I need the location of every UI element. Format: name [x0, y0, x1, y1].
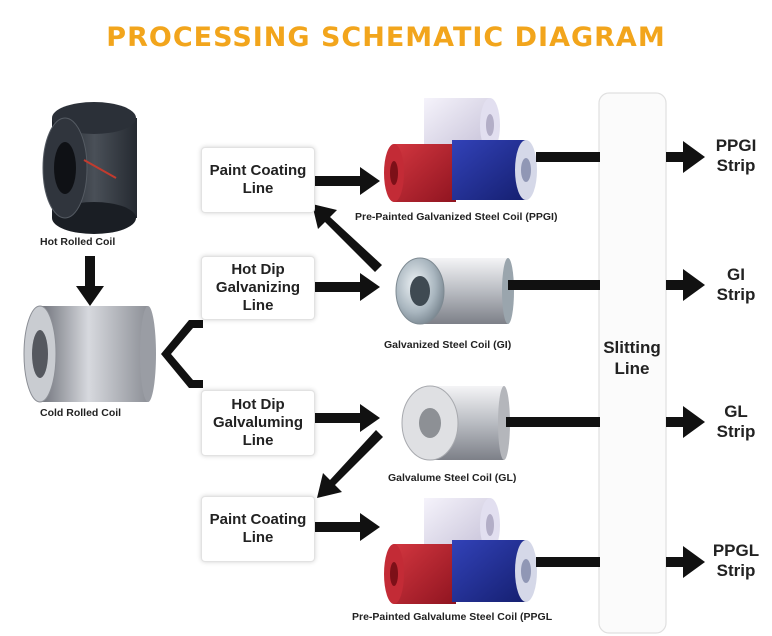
- output-label-line: PPGL: [712, 541, 760, 560]
- output-label-line: Strip: [716, 561, 756, 580]
- gi-coil-image: [395, 257, 514, 325]
- output-label-line: GI: [727, 265, 745, 284]
- box-label-line: Hot Dip: [231, 396, 285, 413]
- output-ppgl-strip: PPGL Strip: [696, 541, 772, 581]
- slitting-line-column: [598, 92, 667, 634]
- arrow-ppgl-to-slitting: [536, 557, 600, 567]
- arrow-gi-to-paint1: [312, 204, 382, 272]
- box-label-line: Galvaluming: [212, 414, 304, 431]
- ppgl-coil-label: Pre-Painted Galvalume Steel Coil (PPGL: [352, 611, 553, 623]
- ppgi-coil-image: [384, 98, 537, 202]
- arrow-gl-to-slitting: [506, 417, 600, 427]
- box-label-line: Galvanizing: [215, 279, 301, 296]
- output-label-line: PPGI: [715, 136, 757, 155]
- gl-coil-image: [401, 385, 510, 461]
- cold-rolled-coil-label: Cold Rolled Coil: [40, 407, 122, 419]
- arrow-gl-to-paint2: [317, 430, 383, 498]
- box-label-line: Line: [242, 297, 274, 314]
- hot-rolled-coil-label: Hot Rolled Coil: [40, 236, 116, 248]
- output-ppgi-strip: PPGI Strip: [696, 136, 772, 176]
- cold-rolled-coil-image: [23, 305, 156, 403]
- arrow-paint2-to-ppgl: [314, 513, 380, 541]
- box-label-line: Line: [242, 180, 274, 197]
- arrow-hot-to-cold: [76, 256, 104, 306]
- output-label-line: GL: [724, 402, 748, 421]
- arrow-paint1-to-ppgi: [314, 167, 380, 195]
- gi-coil-label: Galvanized Steel Coil (GI): [384, 339, 512, 351]
- slitting-label-line: Slitting: [603, 338, 661, 357]
- output-label-line: Strip: [716, 422, 756, 441]
- box-label-line: Paint Coating: [209, 511, 307, 528]
- arrow-slitting-to-gi: [666, 269, 705, 301]
- output-gl-strip: GL Strip: [696, 402, 772, 442]
- output-label-line: Strip: [716, 156, 756, 175]
- output-gi-strip: GI Strip: [696, 265, 772, 305]
- box-label-line: Hot Dip: [231, 261, 285, 278]
- ppgi-coil-label: Pre-Painted Galvanized Steel Coil (PPGI): [355, 211, 558, 223]
- arrow-galvanizing-to-gi: [314, 273, 380, 301]
- diagram-title: PROCESSING SCHEMATIC DIAGRAM: [106, 22, 666, 53]
- arrow-ppgi-to-slitting: [536, 152, 600, 162]
- arrow-cold-split: [161, 320, 203, 388]
- slitting-line-label: Slitting Line: [592, 337, 672, 379]
- box-label-line: Line: [242, 529, 274, 546]
- output-label-line: Strip: [716, 285, 756, 304]
- hot-rolled-coil-image: [42, 102, 137, 234]
- arrow-slitting-to-ppgl: [666, 546, 705, 578]
- box-label-line: Line: [242, 432, 274, 449]
- arrow-slitting-to-ppgi: [666, 141, 705, 173]
- ppgl-coil-image: [384, 498, 537, 604]
- arrow-slitting-to-gl: [666, 406, 705, 438]
- slitting-label-line: Line: [614, 359, 650, 378]
- arrow-galvaluming-to-gl: [314, 404, 380, 432]
- box-label-line: Paint Coating: [209, 162, 307, 179]
- arrow-gi-to-slitting: [508, 280, 600, 290]
- gl-coil-label: Galvalume Steel Coil (GL): [388, 472, 517, 484]
